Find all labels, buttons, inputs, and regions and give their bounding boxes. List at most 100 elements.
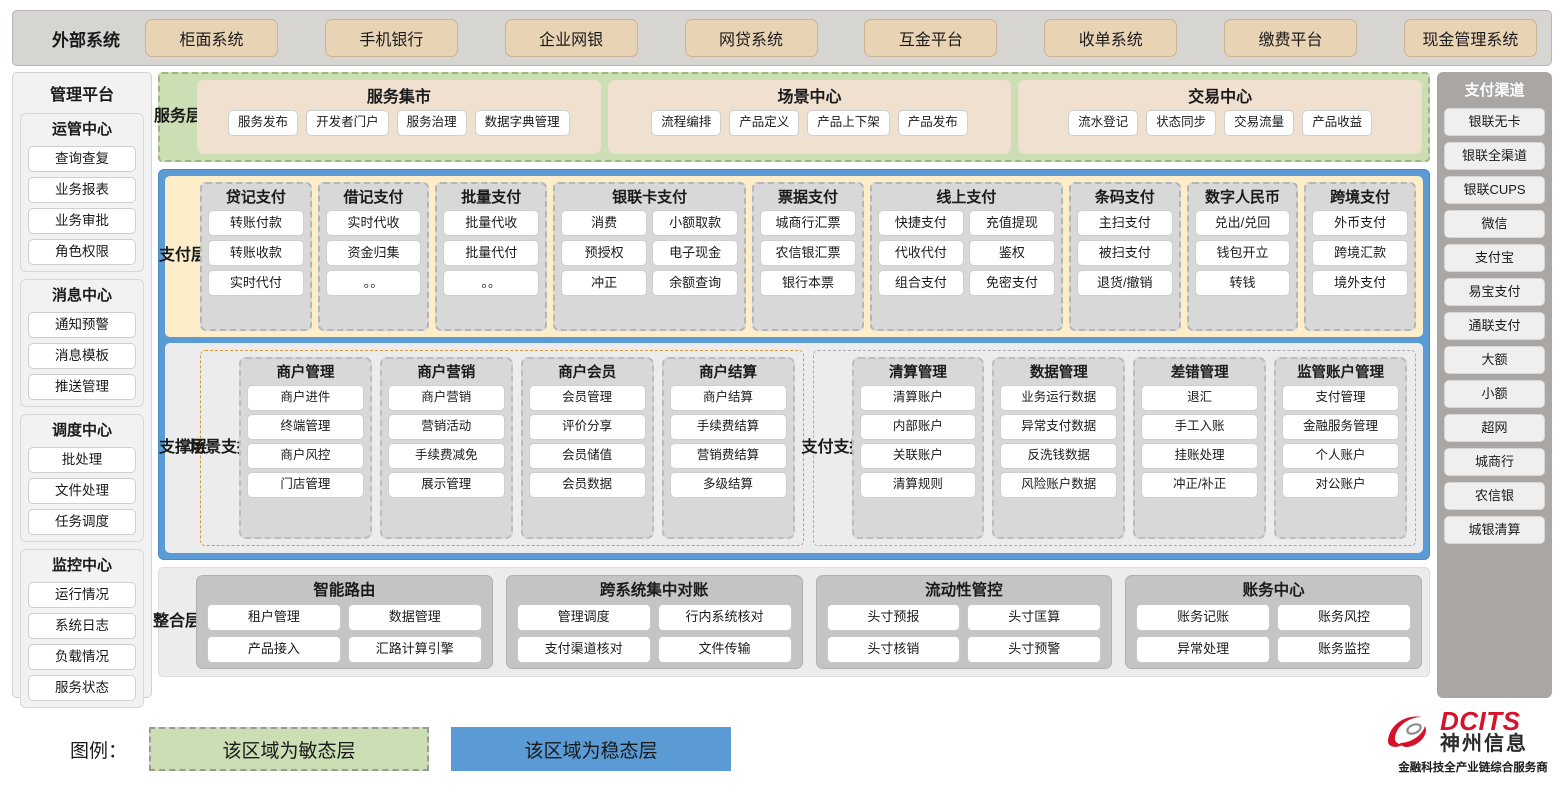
payment-item[interactable]: 转账付款 [208,210,304,236]
support-item[interactable]: 营销费结算 [669,443,787,469]
support-item[interactable]: 内部账户 [859,414,977,440]
support-item[interactable]: 门店管理 [247,472,364,498]
support-item[interactable]: 会员数据 [528,472,646,498]
support-item[interactable]: 风险账户数据 [1000,472,1118,498]
support-item[interactable]: 异常支付数据 [1000,414,1118,440]
payment-item[interactable]: 跨境汇款 [1312,240,1409,266]
support-item[interactable]: 营销活动 [387,414,505,440]
support-item[interactable]: 多级结算 [669,472,787,498]
management-item[interactable]: 消息模板 [28,343,136,369]
service-item[interactable]: 流水登记 [1068,110,1139,136]
support-item[interactable]: 展示管理 [387,472,505,498]
integration-item[interactable]: 头寸匡算 [967,604,1102,631]
payment-item[interactable]: 。。 [443,270,540,296]
payment-channel-item[interactable]: 通联支付 [1444,312,1545,340]
management-item[interactable]: 角色权限 [28,239,136,265]
integration-item[interactable]: 账务监控 [1277,636,1411,663]
payment-item[interactable]: 充值提现 [968,210,1055,236]
payment-item[interactable]: 消费 [561,210,648,236]
payment-item[interactable]: 转账收款 [208,240,304,266]
support-item[interactable]: 个人账户 [1282,443,1399,469]
payment-item[interactable]: 城商行汇票 [760,210,856,236]
service-item[interactable]: 开发者门户 [306,110,389,136]
payment-item[interactable]: 农信银汇票 [760,240,856,266]
integration-item[interactable]: 行内系统核对 [657,604,792,631]
support-item[interactable]: 手工入账 [1141,414,1259,440]
support-item[interactable]: 清算规则 [859,472,977,498]
support-item[interactable]: 退汇 [1141,385,1259,411]
payment-item[interactable]: 冲正 [561,270,648,296]
payment-item[interactable]: 实时代付 [208,270,304,296]
payment-item[interactable]: 代收代付 [877,240,964,266]
payment-item[interactable]: 。。 [325,270,422,296]
support-item[interactable]: 商户风控 [247,443,364,469]
support-item[interactable]: 终端管理 [247,414,364,440]
integration-item[interactable]: 头寸核销 [826,636,961,663]
payment-item[interactable]: 预授权 [561,240,648,266]
payment-item[interactable]: 实时代收 [325,210,422,236]
integration-item[interactable]: 文件传输 [657,636,792,663]
support-item[interactable]: 商户结算 [669,385,787,411]
payment-item[interactable]: 电子现金 [652,240,739,266]
integration-item[interactable]: 异常处理 [1136,636,1271,663]
integration-item[interactable]: 账务记账 [1136,604,1271,631]
external-system-chip[interactable]: 缴费平台 [1224,19,1358,57]
service-item[interactable]: 服务治理 [396,110,467,136]
payment-channel-item[interactable]: 大额 [1444,346,1545,374]
payment-channel-item[interactable]: 银联全渠道 [1444,142,1545,170]
payment-channel-item[interactable]: 支付宝 [1444,244,1545,272]
management-item[interactable]: 通知预警 [28,312,136,338]
support-item[interactable]: 商户营销 [387,385,505,411]
service-item[interactable]: 交易流量 [1224,110,1295,136]
integration-item[interactable]: 头寸预报 [826,604,961,631]
payment-item[interactable]: 钱包开立 [1194,240,1291,266]
payment-item[interactable]: 快捷支付 [877,210,964,236]
payment-channel-item[interactable]: 易宝支付 [1444,278,1545,306]
management-item[interactable]: 运行情况 [28,582,136,608]
management-item[interactable]: 负载情况 [28,644,136,670]
support-item[interactable]: 对公账户 [1282,472,1399,498]
external-system-chip[interactable]: 收单系统 [1044,19,1178,57]
payment-channel-item[interactable]: 农信银 [1444,482,1545,510]
management-item[interactable]: 文件处理 [28,478,136,504]
management-item[interactable]: 系统日志 [28,613,136,639]
external-system-chip[interactable]: 网贷系统 [684,19,818,57]
support-item[interactable]: 会员储值 [528,443,646,469]
payment-item[interactable]: 组合支付 [877,270,964,296]
payment-item[interactable]: 转钱 [1194,270,1291,296]
support-item[interactable]: 金融服务管理 [1282,414,1399,440]
service-item[interactable]: 产品定义 [729,110,800,136]
external-system-chip[interactable]: 柜面系统 [145,19,278,57]
payment-item[interactable]: 资金归集 [325,240,422,266]
payment-item[interactable]: 被扫支付 [1076,240,1173,266]
service-item[interactable]: 状态同步 [1146,110,1217,136]
integration-item[interactable]: 租户管理 [207,604,341,631]
support-item[interactable]: 手续费减免 [387,443,505,469]
support-item[interactable]: 冲正/补正 [1141,472,1259,498]
support-item[interactable]: 评价分享 [528,414,646,440]
payment-item[interactable]: 鉴权 [968,240,1055,266]
integration-item[interactable]: 数据管理 [347,604,482,631]
external-system-chip[interactable]: 手机银行 [324,19,458,57]
payment-item[interactable]: 外币支付 [1312,210,1409,236]
payment-item[interactable]: 免密支付 [968,270,1055,296]
support-item[interactable]: 手续费结算 [669,414,787,440]
service-item[interactable]: 服务发布 [228,110,299,136]
management-item[interactable]: 推送管理 [28,374,136,400]
payment-item[interactable]: 境外支付 [1312,270,1409,296]
management-item[interactable]: 业务报表 [28,177,136,203]
service-item[interactable]: 产品发布 [897,110,968,136]
management-item[interactable]: 服务状态 [28,675,136,701]
external-system-chip[interactable]: 互金平台 [864,19,998,57]
management-item[interactable]: 任务调度 [28,509,136,535]
payment-channel-item[interactable]: 小额 [1444,380,1545,408]
external-system-chip[interactable]: 企业网银 [504,19,638,57]
payment-item[interactable]: 银行本票 [760,270,856,296]
integration-item[interactable]: 产品接入 [207,636,341,663]
payment-item[interactable]: 批量代收 [443,210,540,236]
support-item[interactable]: 会员管理 [528,385,646,411]
management-item[interactable]: 业务审批 [28,208,136,234]
management-item[interactable]: 查询查复 [28,146,136,172]
service-item[interactable]: 产品收益 [1302,110,1373,136]
support-item[interactable]: 商户进件 [247,385,364,411]
